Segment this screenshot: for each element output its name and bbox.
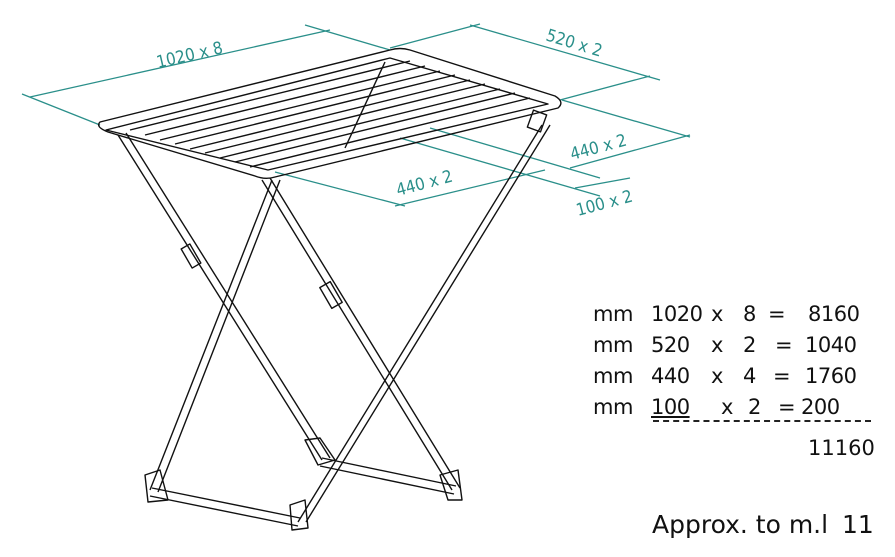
times: x — [711, 333, 723, 357]
length: 520 — [651, 333, 690, 357]
length: 100 — [651, 395, 690, 419]
result: 1760 — [805, 364, 857, 388]
count: 2 — [748, 395, 761, 419]
dimension-label-440-front: 440 x 2 — [394, 167, 455, 201]
rack-frame — [97, 47, 562, 531]
equals: = — [773, 364, 791, 388]
dimension-label-520: 520 x 2 — [544, 26, 605, 62]
unit: mm — [593, 364, 633, 388]
approx-value: 11 — [842, 510, 874, 539]
result: 8160 — [808, 302, 860, 326]
equals: = — [768, 302, 786, 326]
count: 8 — [743, 302, 756, 326]
unit: mm — [593, 302, 633, 326]
length: 440 — [651, 364, 690, 388]
unit: mm — [593, 333, 633, 357]
approx-label: Approx. to m.l — [652, 510, 829, 539]
dimension-lines — [21, 23, 691, 207]
count: 4 — [743, 364, 756, 388]
result: 1040 — [805, 333, 857, 357]
result: 200 — [801, 395, 840, 419]
unit: mm — [593, 395, 633, 419]
times: x — [711, 364, 723, 388]
count: 2 — [743, 333, 756, 357]
equals: = — [778, 395, 796, 419]
equals: = — [775, 333, 793, 357]
dimension-label-1020: 1020 x 8 — [155, 38, 225, 73]
length: 1020 — [651, 302, 703, 326]
times: x — [721, 395, 733, 419]
sum-divider — [653, 420, 871, 422]
total-length: 11160 — [808, 436, 875, 460]
times: x — [711, 302, 723, 326]
